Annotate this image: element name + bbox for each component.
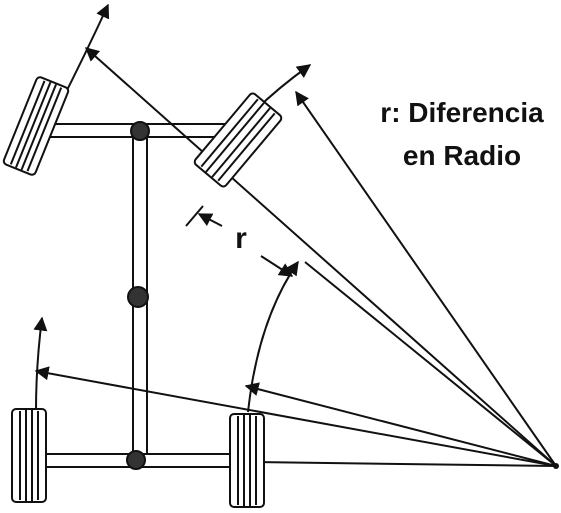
wheel-rear-right xyxy=(229,413,265,508)
arc-rear-left xyxy=(33,316,48,411)
turning-center-point xyxy=(553,463,559,469)
dimension-arrow-right xyxy=(260,255,294,277)
dimension-arrow-left xyxy=(197,213,223,227)
wheel-front-right xyxy=(193,92,283,188)
dimension-tick-left xyxy=(185,205,204,227)
radius-label: r xyxy=(235,222,247,255)
rear-pivot xyxy=(126,450,146,470)
wheel-travel-arrows xyxy=(33,3,312,413)
turning-radius-lines xyxy=(34,47,557,467)
wheel-rear-left xyxy=(11,408,47,503)
annotation-line-1: r: Diferencia xyxy=(380,97,544,128)
radius-line-front-left xyxy=(84,47,557,467)
radius-line-front-right xyxy=(295,90,557,467)
radius-difference-marker xyxy=(185,205,294,277)
radius-line-rear-right xyxy=(244,382,557,467)
wheels xyxy=(2,76,283,508)
radius-line-front-right-2 xyxy=(304,261,557,467)
radius-line-rear-axle xyxy=(249,461,557,467)
radius-line-rear-left xyxy=(34,366,557,467)
center-pivot xyxy=(127,286,149,308)
annotation-line-2: en Radio xyxy=(403,140,521,171)
front-pivot xyxy=(130,121,150,141)
wheel-front-left xyxy=(2,76,70,176)
arc-rear-right xyxy=(247,260,299,413)
